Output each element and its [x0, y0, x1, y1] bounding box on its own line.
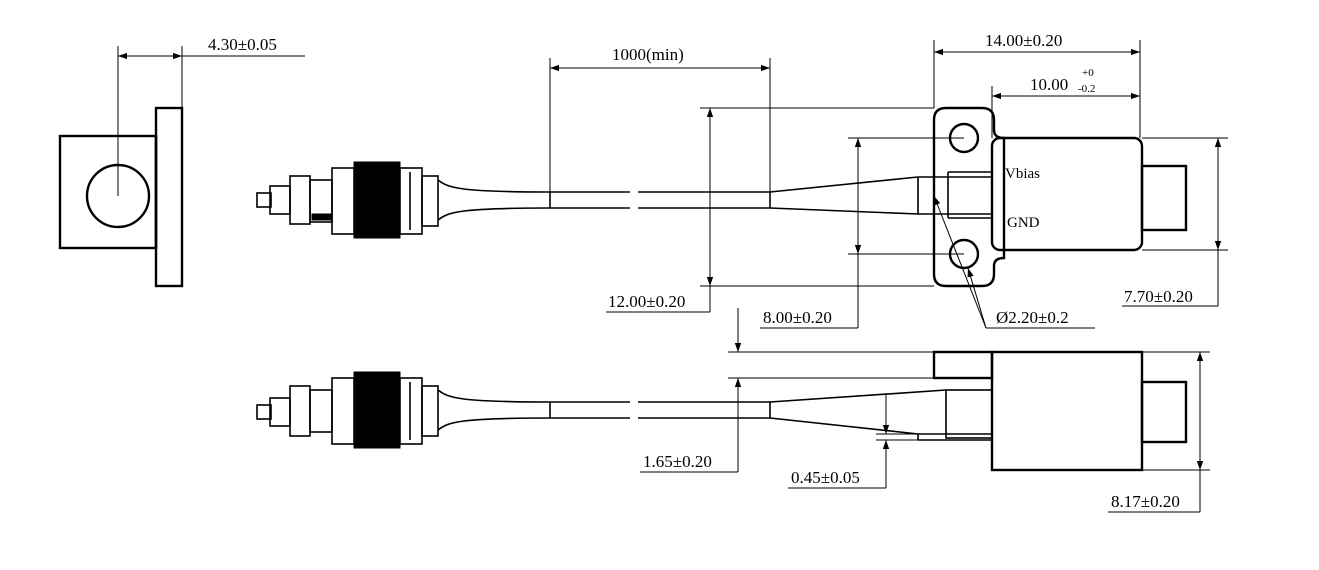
dim-total-height: 8.17±0.20	[1111, 492, 1180, 511]
module-flange	[932, 106, 1006, 288]
top-connector	[256, 161, 919, 239]
front-connector-stub	[1140, 380, 1188, 444]
fiber-strain-relief	[769, 176, 919, 215]
connector-tip	[256, 192, 272, 208]
top-module: Vbias GND	[917, 106, 1188, 288]
connector-boot	[437, 179, 551, 221]
dim-case-length: 10.00	[1030, 75, 1068, 94]
dim-case-length-tol-lower: -0.2	[1078, 83, 1095, 95]
module-connector-stub	[1140, 164, 1188, 232]
side-view: 4.30±0.05	[58, 35, 305, 288]
top-view-dimensions: 1000(min) 14.00±0.20 10.00 +0 -0.2 12.00…	[549, 31, 1228, 329]
dim-fiber-length: 1000(min)	[612, 45, 684, 64]
front-case	[990, 350, 1144, 472]
side-view-flange	[154, 106, 184, 288]
dim-flange-thickness: 1.65±0.20	[643, 452, 712, 471]
label-vbias: Vbias	[1005, 166, 1040, 182]
module-case	[990, 136, 1144, 252]
dim-body-length: 14.00±0.20	[985, 31, 1062, 50]
dim-side-view-width: 4.30±0.05	[208, 35, 277, 54]
dim-hole-spacing: 8.00±0.20	[763, 308, 832, 327]
front-view-dimensions: 1.65±0.20 0.45±0.05 8.17±0.20	[640, 308, 1210, 513]
dim-case-height: 7.70±0.20	[1124, 287, 1193, 306]
front-flange	[932, 350, 994, 380]
connector-knurled-nut	[353, 161, 401, 239]
dim-lead-thickness: 0.45±0.05	[791, 468, 860, 487]
side-view-body	[58, 134, 158, 250]
dim-flange-height: 12.00±0.20	[608, 292, 685, 311]
front-view	[256, 350, 1188, 472]
front-knurled-nut	[353, 371, 401, 449]
dim-case-length-tol-upper: +0	[1082, 67, 1094, 79]
label-gnd: GND	[1007, 215, 1040, 231]
dim-hole-diameter: Ø2.20±0.2	[996, 308, 1069, 327]
